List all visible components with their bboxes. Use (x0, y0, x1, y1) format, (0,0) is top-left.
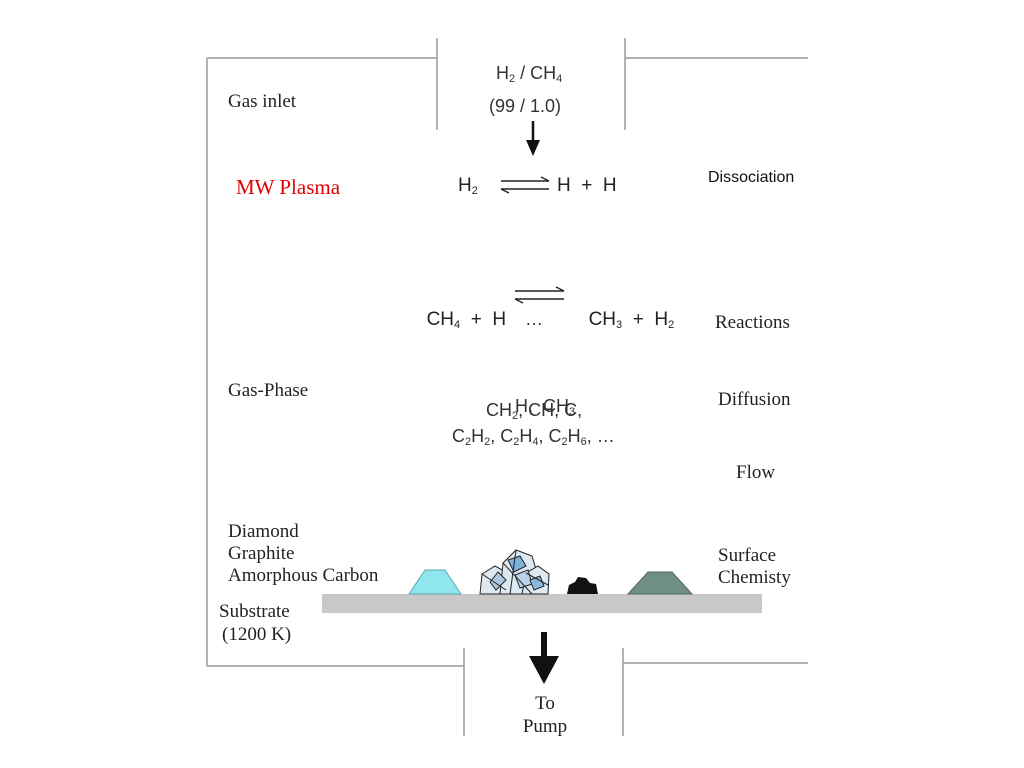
surface-chemistry-label-2: Chemisty (718, 567, 791, 588)
species-line-3: C2H2, C2H4, C2H6, … (452, 426, 615, 448)
substrate-temperature: (1200 K) (222, 624, 292, 645)
species-line-2: CH2, CH, C, (486, 400, 583, 422)
gas-phase-label: Gas-Phase (228, 380, 309, 401)
inlet-arrow (526, 121, 540, 156)
outlet-label-pump: Pump (522, 716, 568, 737)
inlet-gas-mixture: H2 / CH4 (496, 63, 563, 85)
deposit-type-diamond: Diamond (228, 521, 299, 542)
reaction-products: CH3 + H2 (588, 309, 675, 331)
substrate-label: Substrate (219, 601, 290, 622)
equilibrium-arrow-dissociation (500, 176, 550, 194)
flow-label: Flow (736, 462, 776, 483)
equilibrium-arrow-reaction (514, 286, 565, 304)
diamond-deposit (408, 569, 462, 595)
diffusion-label: Diffusion (718, 389, 791, 410)
dissociation-label: Dissociation (708, 169, 795, 186)
dissociation-products: H + H (557, 175, 617, 196)
substrate-plate (322, 594, 762, 613)
chamber-walls (206, 38, 808, 736)
graphite-deposit (626, 571, 694, 595)
outlet-arrow (529, 632, 559, 684)
deposit-type-amorphous: Amorphous Carbon (228, 565, 379, 586)
diamond-crystal-cluster (479, 549, 550, 595)
dissociation-reactant: H2 (458, 175, 478, 197)
inlet-gas-ratio: (99 / 1.0) (489, 96, 562, 116)
amorphous-carbon-deposit (567, 577, 598, 594)
species-line-1: H, CH3 (515, 396, 576, 418)
reaction-reactants: CH4 + H (426, 309, 507, 331)
deposit-type-graphite: Graphite (228, 543, 295, 564)
gas-inlet-label: Gas inlet (228, 91, 297, 112)
outlet-label-to: To (535, 693, 555, 714)
reactions-label: Reactions (715, 312, 790, 333)
mw-plasma-label: MW Plasma (236, 175, 341, 199)
surface-chemistry-label-1: Surface (718, 545, 777, 566)
reaction-ellipsis: … (525, 309, 543, 329)
